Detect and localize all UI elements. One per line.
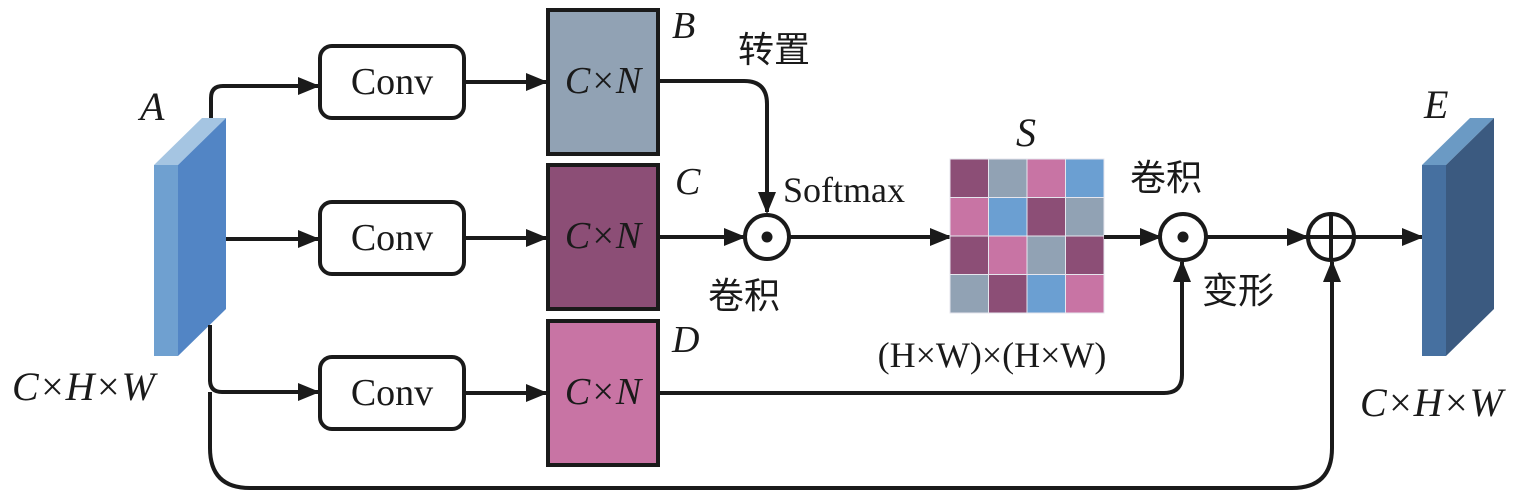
attention-map-cell [1065,197,1105,237]
input-tensor-front-face [154,165,178,356]
skip-connection-arrow [208,260,1341,490]
convolution-label-2: 卷积 [1130,158,1202,199]
attention-map-dims: (H×W)×(H×W) [878,335,1107,375]
arrow-b-transpose-to-matmul [658,79,776,214]
attention-map-cell [1026,197,1066,237]
feature-map-d-label: D [671,319,699,361]
attention-map-dims-text: (H×W)×(H×W) [878,335,1107,375]
attention-map-cell [1026,158,1066,198]
feature-map-b-dims: C×N [565,60,644,102]
output-tensor-top-face [1422,118,1494,165]
attention-map-grid [949,158,1105,314]
arrow-a-to-conv-1 [209,77,320,118]
attention-map-cell [1026,274,1066,314]
feature-map-d-dims: C×N [565,371,644,413]
conv-block-1: Conv [318,44,466,120]
feature-map-c-dims: C×N [565,215,644,257]
transpose-label: 转置 [738,30,810,71]
input-tensor-side-face [178,118,226,356]
attention-map-cell [949,197,989,237]
arrow-a-to-conv-3 [208,325,320,401]
conv-label-1: Conv [351,61,433,103]
attention-map-cell [949,158,989,198]
feature-map-c-label: C [675,161,701,203]
input-tensor-top-face [154,118,226,165]
attention-map-cell [988,235,1028,275]
attention-map-cell [988,158,1028,198]
output-tensor-side-face [1446,118,1494,356]
attention-map-cell [988,197,1028,237]
convolution-label-1: 卷积 [708,276,780,317]
attention-map-label: S [1016,110,1036,155]
reshape-label: 变形 [1202,271,1274,312]
output-dims: C×H×W [1360,380,1507,425]
feature-map-d: C×N [546,319,660,467]
feature-map-b-label: B [672,5,695,47]
add-operator [1306,212,1356,262]
conv-block-3: Conv [318,355,466,431]
input-label: A [137,84,165,129]
feature-map-c: C×N [546,163,660,311]
output-label: E [1423,82,1448,127]
attention-map-cell [1065,158,1105,198]
conv-label-3: Conv [351,372,433,414]
conv-block-2: Conv [318,200,466,276]
attention-map-cell [949,274,989,314]
output-tensor-front-face [1422,165,1446,356]
attention-map-cell [988,274,1028,314]
conv-label-2: Conv [351,217,433,259]
output-tensor-e [1422,118,1494,356]
arrow-d-reshape-to-matmul [658,260,1191,395]
input-dims: C×H×W [12,364,159,409]
attention-map-cell [949,235,989,275]
matmul-operator-1 [743,213,791,261]
matmul-operator-2 [1158,212,1208,262]
attention-map-cell [1026,235,1066,275]
attention-map-cell [1065,274,1105,314]
feature-map-b: C×N [546,8,660,156]
input-tensor-a [154,118,226,356]
softmax-label: Softmax [783,170,905,210]
attention-map-cell [1065,235,1105,275]
